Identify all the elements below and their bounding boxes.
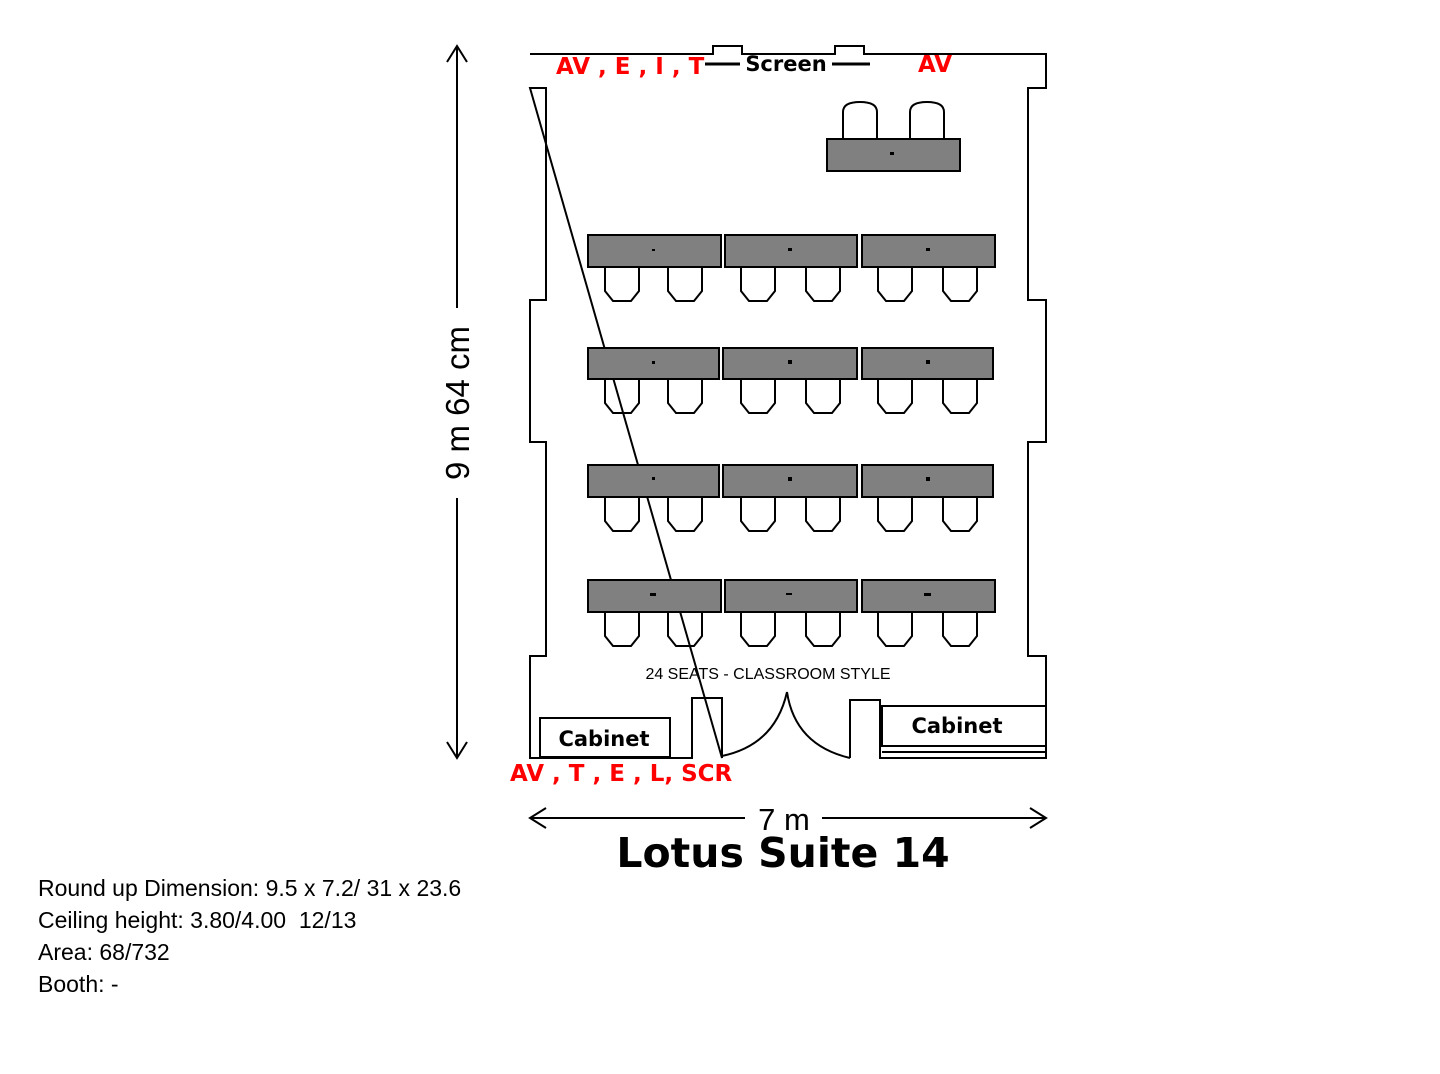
table [587, 464, 720, 498]
chair [740, 613, 776, 647]
presenter-table-group [826, 100, 961, 172]
table-number-mark [926, 477, 930, 481]
height-dimension: 9 m 64 cm [439, 44, 476, 760]
spec-booth: Booth: - [38, 971, 119, 997]
presenter-table [826, 138, 961, 172]
chair [604, 498, 640, 532]
chair [604, 613, 640, 647]
chair [667, 380, 703, 414]
chair [604, 268, 640, 302]
chair [667, 268, 703, 302]
chair [805, 380, 841, 414]
chair [942, 268, 978, 302]
chair [877, 268, 913, 302]
table [724, 579, 858, 613]
height-dimension-label: 9 m 64 cm [439, 326, 476, 480]
chair [877, 380, 913, 414]
spec-ceiling: Ceiling height: 3.80/4.00 12/13 [38, 907, 357, 933]
chair [942, 380, 978, 414]
table-number-mark [788, 248, 792, 251]
chair [667, 498, 703, 532]
chair [877, 613, 913, 647]
chair [842, 100, 878, 139]
table-number-mark [652, 477, 655, 480]
chairs [604, 268, 978, 647]
screen-label: Screen [745, 52, 826, 76]
table-number-mark [926, 360, 930, 364]
table [861, 234, 996, 268]
door-left-swing [721, 691, 788, 757]
room-title: Lotus Suite 14 [616, 829, 949, 877]
door-right-swing [786, 691, 851, 759]
chair [909, 100, 945, 139]
table-number-mark [788, 477, 792, 481]
seating-caption: 24 SEATS - CLASSROOM STYLE [645, 666, 890, 683]
cabinet-left [539, 717, 671, 758]
chair [942, 613, 978, 647]
chair [877, 498, 913, 532]
table-number-mark [652, 361, 655, 364]
chair [604, 380, 640, 414]
classroom-rows [587, 234, 996, 613]
table-number-mark [786, 593, 792, 595]
av-top-right-label: AV [918, 52, 952, 78]
table-number-mark [652, 249, 655, 251]
table-number-mark [788, 360, 792, 364]
chair [667, 613, 703, 647]
table-number-mark [924, 593, 931, 596]
chair [805, 613, 841, 647]
chair [740, 498, 776, 532]
width-dimension-label: 7 m [758, 802, 810, 837]
table-number-mark [890, 152, 894, 155]
width-dimension: 7 m [528, 802, 1048, 837]
table-number-mark [650, 593, 656, 596]
cabinet-left-label: Cabinet [558, 727, 649, 751]
chair [942, 498, 978, 532]
chair [740, 268, 776, 302]
spec-dimension: Round up Dimension: 9.5 x 7.2/ 31 x 23.6 [38, 875, 462, 901]
chair [740, 380, 776, 414]
chair [805, 268, 841, 302]
spec-area: Area: 68/732 [38, 939, 170, 965]
av-bottom-label: AV , T , E , L, SCR [510, 761, 733, 787]
chair [805, 498, 841, 532]
cabinet-right-label: Cabinet [911, 714, 1002, 738]
table-number-mark [926, 248, 930, 251]
cabinet-right [881, 705, 1047, 747]
room-specs: Round up Dimension: 9.5 x 7.2/ 31 x 23.6… [38, 872, 461, 1000]
av-top-left-label: AV , E , I , T [556, 54, 705, 80]
table [722, 347, 858, 380]
room-outline [528, 45, 1047, 759]
